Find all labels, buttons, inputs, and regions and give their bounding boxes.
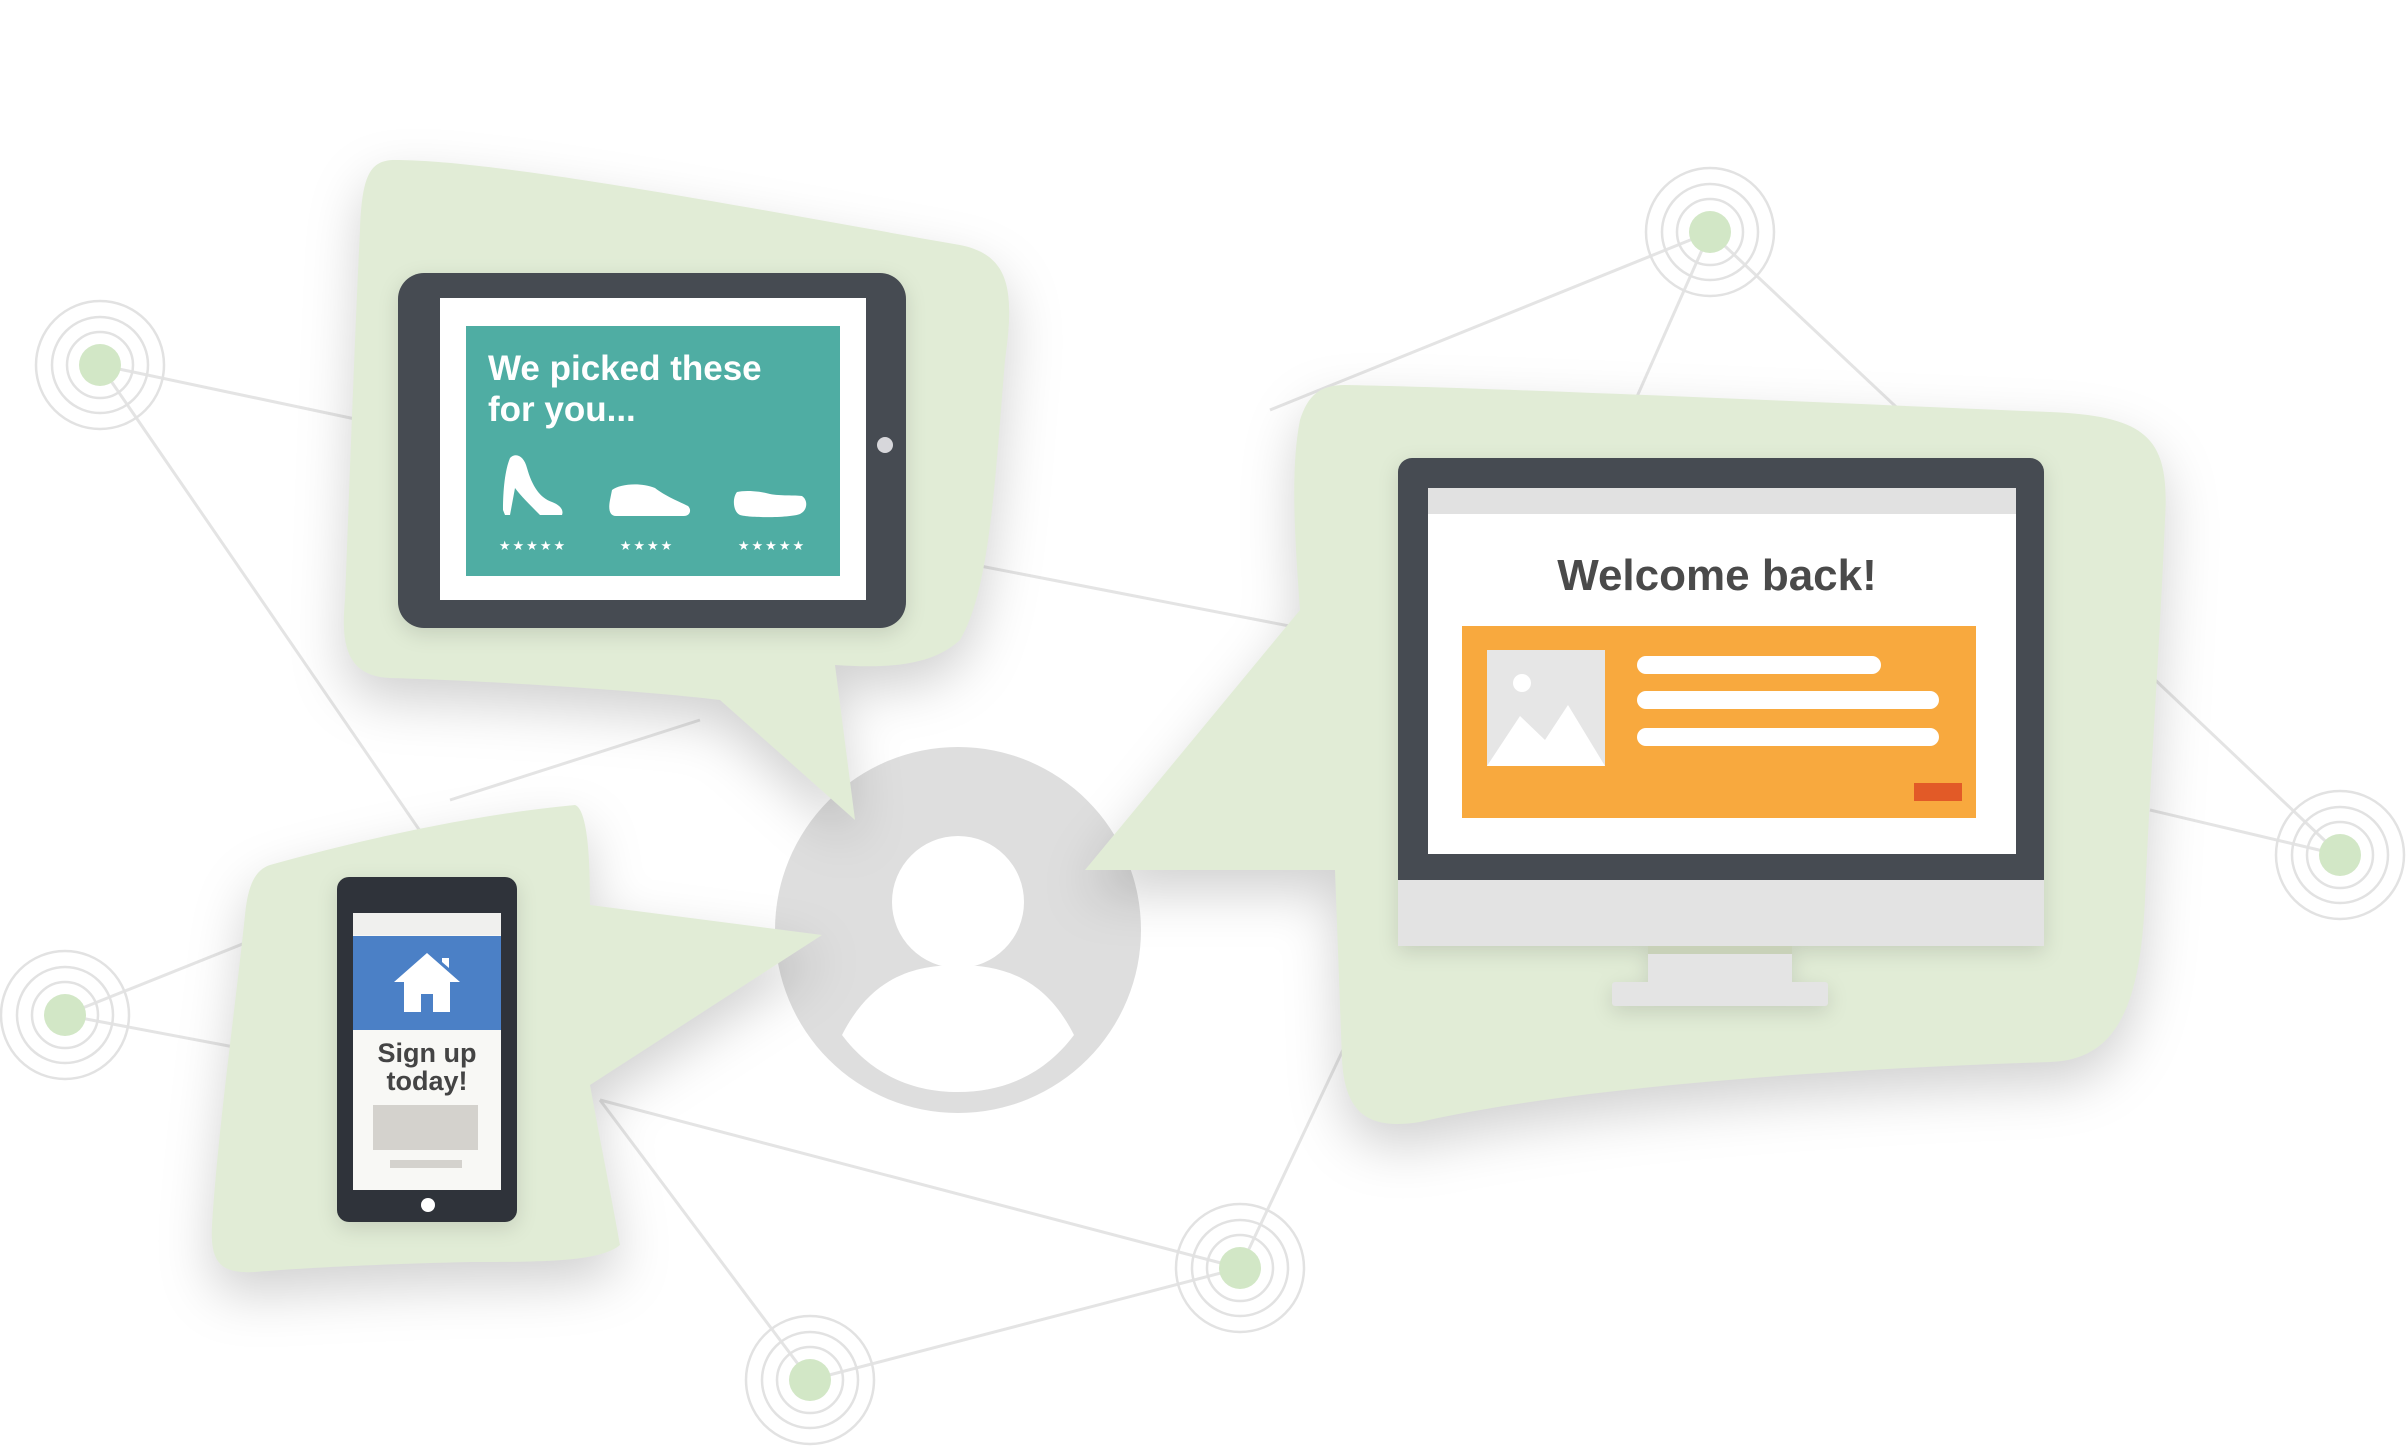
rating-stars-2: ★★★★ [620,539,675,554]
user-avatar-icon [775,747,1141,1113]
phone-signup-button[interactable] [373,1105,478,1150]
rating-stars-3: ★★★★★ [738,539,806,554]
dress-shoe-icon [609,484,691,516]
network-node-left-top [34,299,166,431]
image-placeholder-icon [1487,650,1605,766]
rating-stars-1: ★★★★★ [499,539,567,554]
recommendation-headline-line2: for you... [488,390,636,429]
monitor-neck [1648,954,1792,984]
monitor-neck-shadow [1648,946,1792,954]
text-line-1 [1637,656,1881,674]
text-line-3 [1637,728,1939,746]
card-action-button[interactable] [1914,783,1962,801]
network-node-left-bottom [0,949,131,1081]
phone-device: Sign up today! [337,877,517,1222]
monitor-device: Welcome back! [1398,458,2044,1006]
monitor-base [1612,982,1828,1006]
text-line-2 [1637,691,1939,709]
network-node-bottom-left [744,1314,876,1446]
phone-cta-line2: today! [387,1066,468,1096]
high-heel-icon [503,455,563,515]
phone-home-button [421,1198,435,1212]
phone-cta-line1: Sign up [378,1038,477,1068]
recommendation-headline-line1: We picked these [488,349,762,388]
network-node-bottom-center [1174,1202,1306,1334]
home-icon [394,953,460,1012]
welcome-title: Welcome back! [1557,551,1877,600]
network-node-right [2274,789,2406,921]
network-node-top-right [1644,166,1776,298]
browser-toolbar [1428,488,2016,514]
tablet-device: We picked these for you... ★★★★★ ★★★★ ★★… [398,273,906,628]
loafer-icon [733,490,807,518]
recommendation-card [466,326,840,576]
tablet-home-button [877,437,893,453]
phone-footer-bar [390,1160,462,1168]
